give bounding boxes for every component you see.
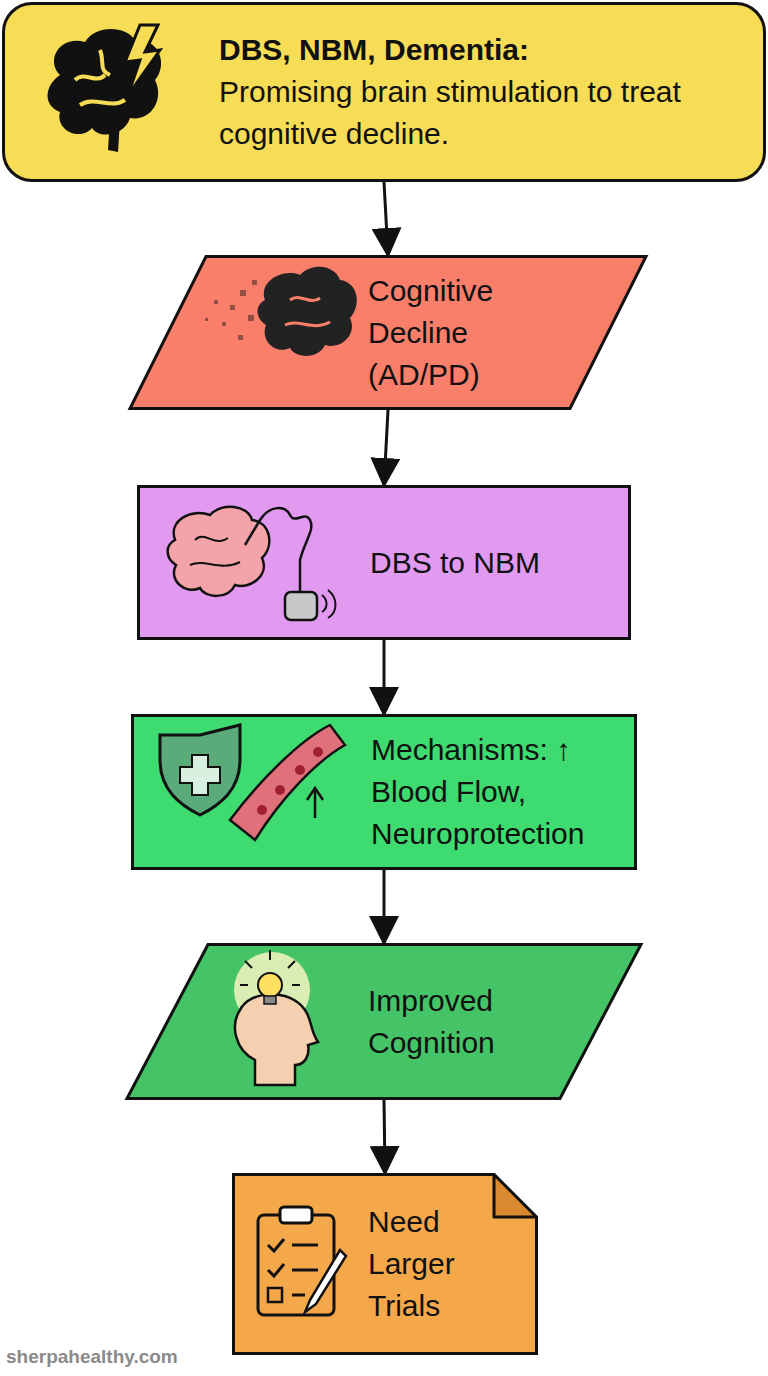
watermark: sherpahealthy.com (2, 1344, 182, 1370)
node-text: Cognitive Decline (AD/PD) (368, 270, 588, 396)
text-area: Mechanisms: ↑ Blood Flow, Neuroprotectio… (371, 717, 631, 867)
node-text: Promising brain stimulation to treat cog… (219, 71, 749, 155)
node-text: Mechanisms: ↑ Blood Flow, Neuroprotectio… (371, 729, 631, 855)
flow-arrow (384, 1100, 385, 1173)
text-area: DBS, NBM, Dementia:Promising brain stimu… (219, 5, 749, 179)
document-box: Need Larger Trials (232, 1173, 538, 1355)
text-area: Cognitive Decline (AD/PD) (368, 255, 588, 410)
input-parallelogram: Cognitive Decline (AD/PD) (128, 255, 648, 410)
title-heading: DBS, NBM, Dementia: (219, 29, 749, 71)
output-parallelogram: Improved Cognition (125, 943, 643, 1100)
process-box: Mechanisms: ↑ Blood Flow, Neuroprotectio… (131, 714, 637, 870)
process-box: DBS to NBM (137, 485, 631, 640)
flow-arrow (384, 410, 388, 485)
text-area: Improved Cognition (368, 943, 568, 1100)
flow-arrow (383, 870, 386, 943)
node-text: DBS to NBM (370, 542, 610, 584)
shape-outline (125, 943, 643, 1100)
node-text: Improved Cognition (368, 980, 568, 1064)
title-box: DBS, NBM, Dementia:Promising brain stimu… (2, 2, 766, 182)
text-area: Need Larger Trials (368, 1173, 488, 1355)
node-text: Need Larger Trials (368, 1201, 488, 1327)
text-area: DBS to NBM (370, 488, 610, 637)
flow-arrow (383, 640, 386, 714)
flow-arrow (384, 182, 388, 255)
